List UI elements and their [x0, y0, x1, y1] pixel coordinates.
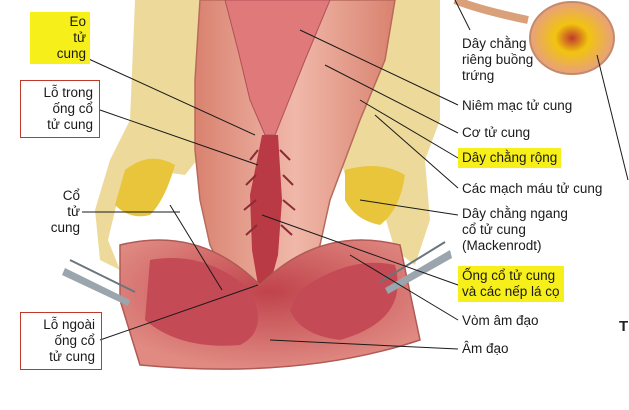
label-co-tu-cung: Cổ tử cung	[50, 188, 80, 235]
label-vom-am-dao: Vòm âm đạo	[462, 313, 539, 328]
label-day-chang-ngang-co-tu-cung: Dây chằng ngang cổ tử cung (Mackenrodt)	[462, 206, 568, 253]
label-lo-ngoai-ong-co-tu-cung: Lỗ ngoài ống cổ tử cung	[20, 312, 102, 370]
label-co-tu-cung-muscle: Cơ tử cung	[462, 125, 531, 140]
label-day-chang-rong: Dây chằng rộng	[458, 148, 562, 168]
label-lo-trong-ong-co-tu-cung: Lỗ trong ống cổ tử cung	[20, 80, 100, 138]
cervical-canal	[250, 135, 282, 285]
label-eo-tu-cung: Eo tử cung	[30, 12, 90, 64]
clamp-left	[62, 268, 130, 306]
fat-right	[345, 166, 405, 225]
label-niem-mac-tu-cung: Niêm mạc tử cung	[462, 98, 573, 113]
ovarian-ligament	[453, 0, 529, 24]
label-am-dao: Âm đạo	[462, 341, 509, 356]
fat-left	[115, 158, 175, 217]
broad-ligament-left	[95, 0, 215, 270]
label-ong-co-tu-cung-nep-la-co: Ống cổ tử cung và các nếp lá cọ	[458, 266, 564, 302]
clamp-right	[385, 250, 452, 294]
page-fragment-letter: T	[619, 318, 629, 335]
label-day-chang-rieng-buong-trung: Dây chằng riêng buồng trứng	[462, 36, 534, 83]
label-cac-mach-mau-tu-cung: Các mạch máu tử cung	[462, 181, 603, 196]
ovary	[529, 1, 615, 75]
